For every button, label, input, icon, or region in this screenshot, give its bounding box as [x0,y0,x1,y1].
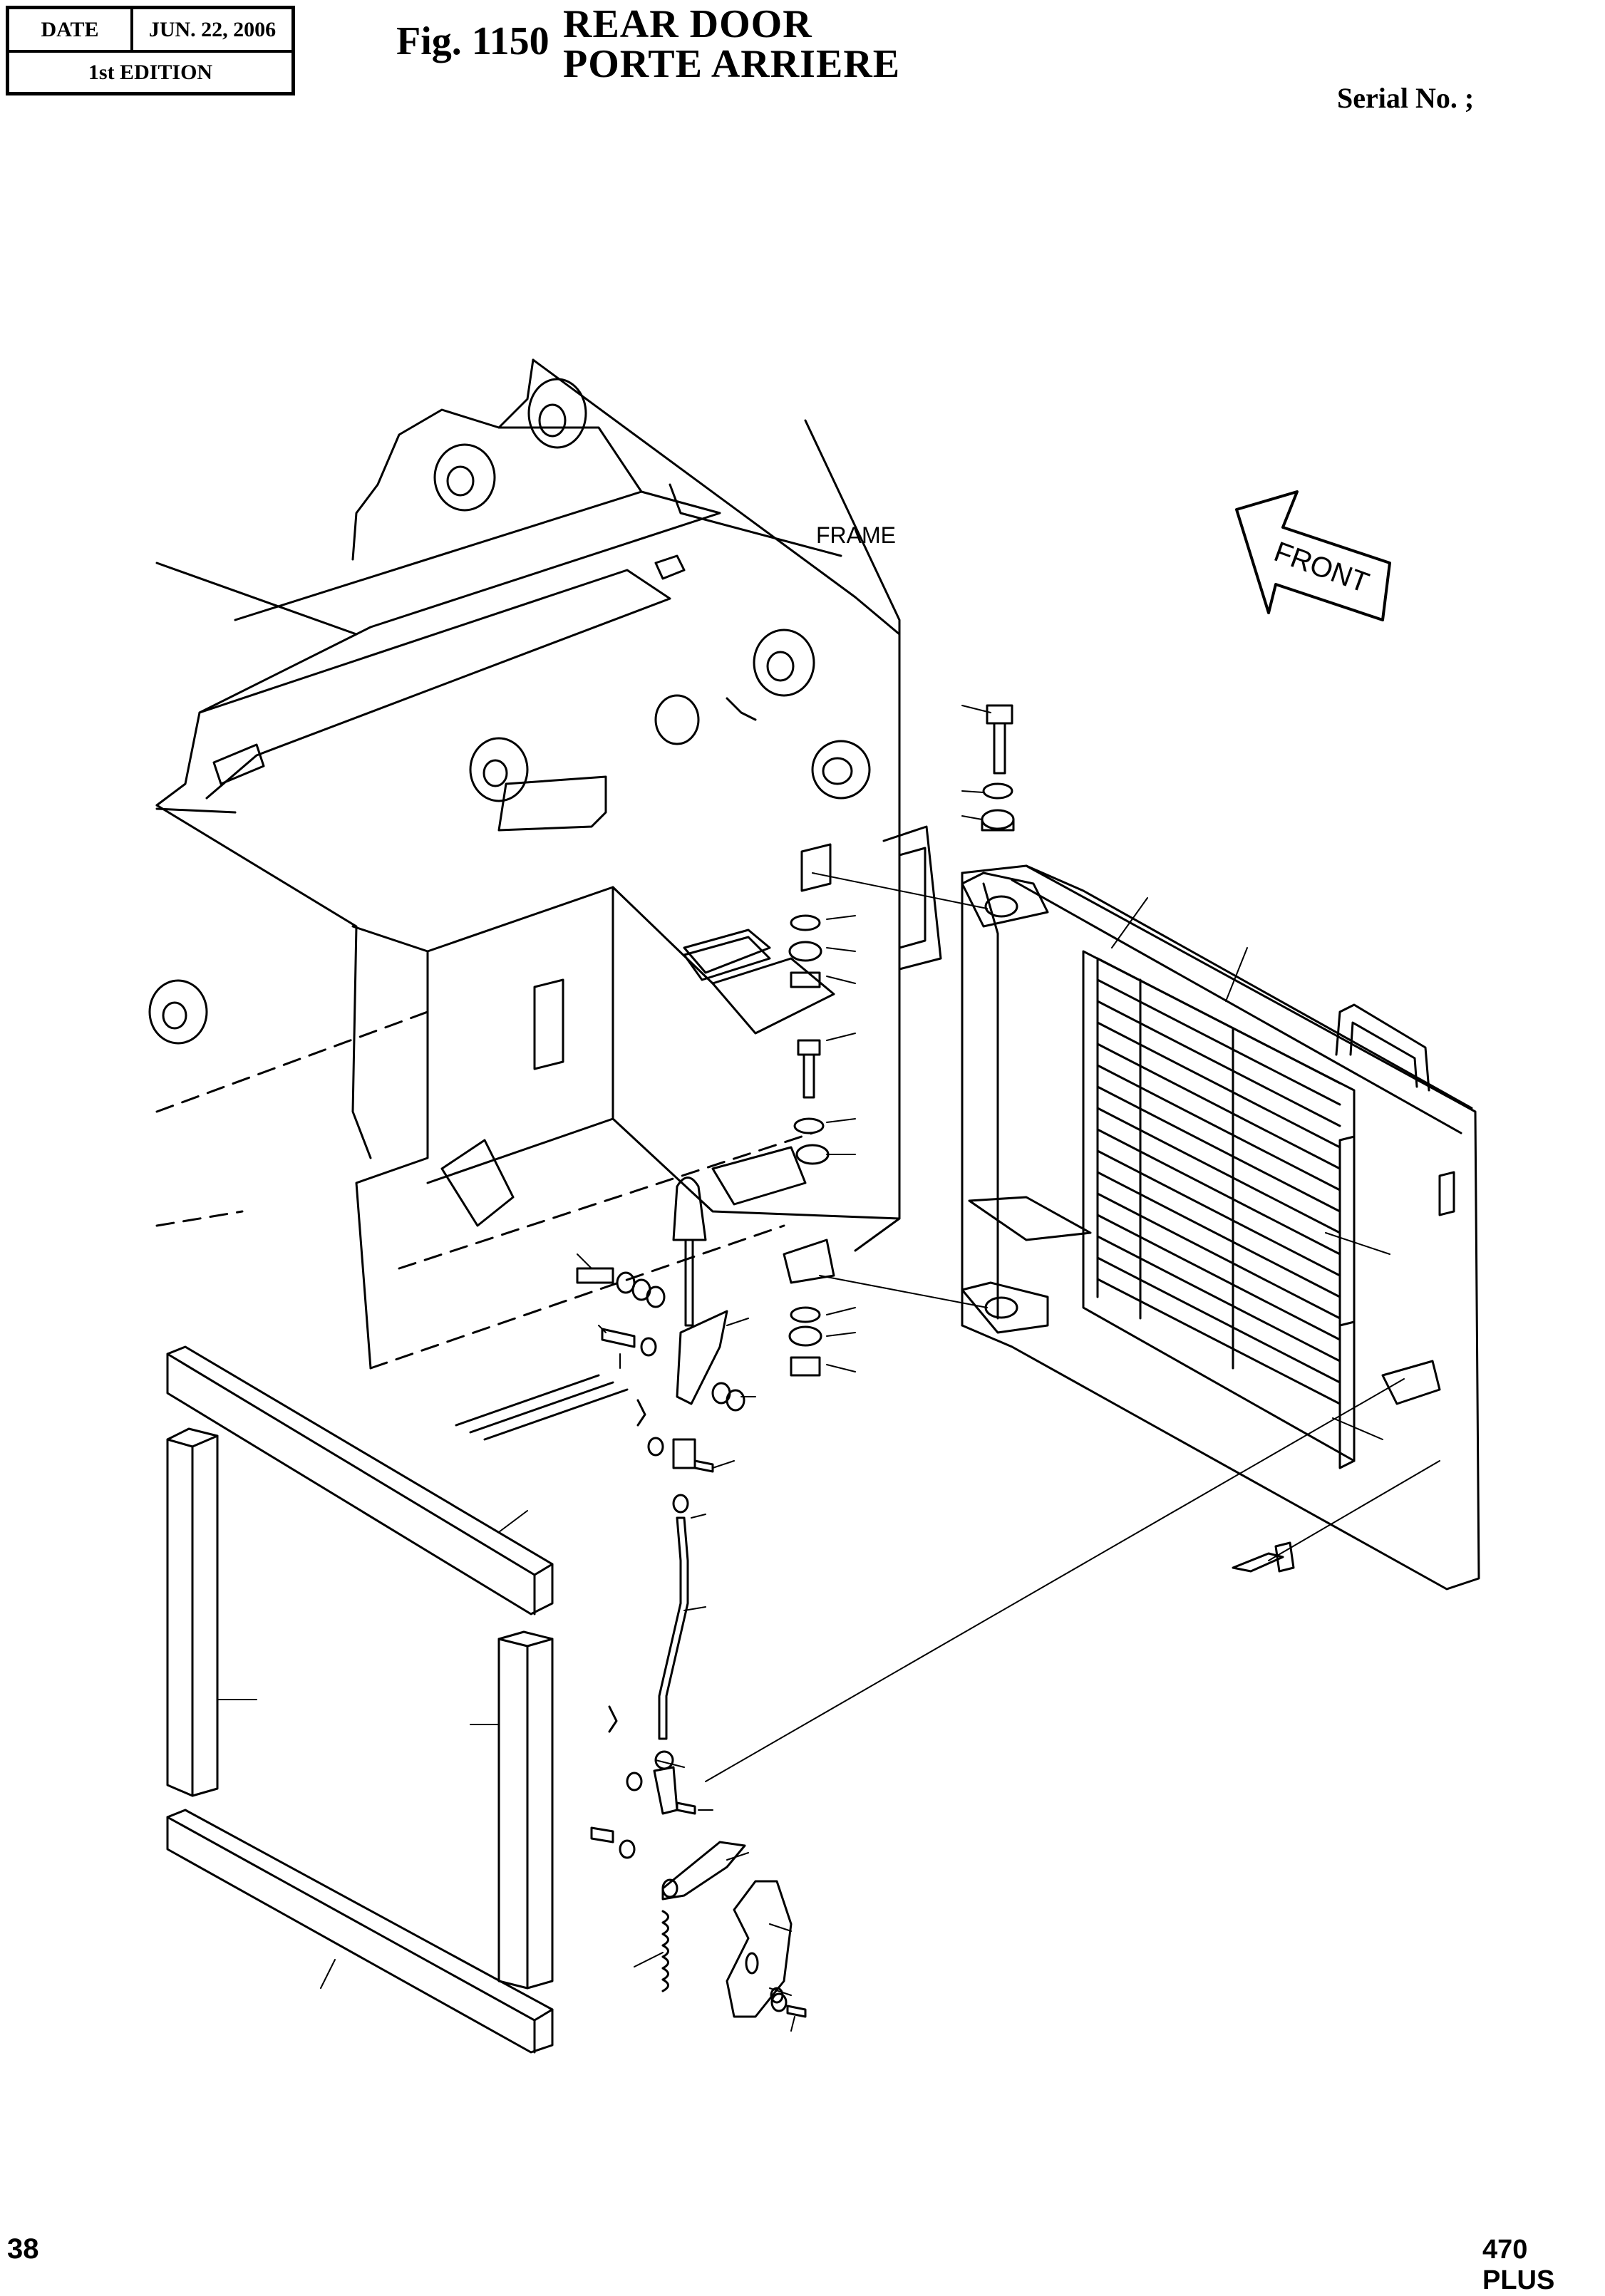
date-label: DATE [9,9,133,50]
leader-lines [217,705,1390,2032]
title-english: REAR DOOR [563,2,812,46]
edition-label: 1st EDITION [88,60,213,84]
serial-number-label: Serial No. ; [1337,82,1475,114]
hinge-hardware [683,704,1015,1377]
frame-structure [148,358,942,1441]
page-number: 38 [7,2233,39,2265]
rear-door [961,864,1480,1591]
front-arrow: FRONT [1235,490,1391,621]
seal-strips [166,1345,554,2054]
frame-label: FRAME [816,522,896,548]
date-value: JUN. 22, 2006 [148,17,277,41]
figure-number: Fig. 1150 [396,19,549,63]
title-french: PORTE ARRIERE [563,42,901,86]
date-row: DATE JUN. 22, 2006 [9,9,291,53]
latch-linkage [576,1177,1440,2018]
front-label: FRONT [1270,536,1373,599]
date-edition-box: DATE JUN. 22, 2006 1st EDITION [6,6,295,95]
model-name: 470 PLUS [1482,2235,1555,2295]
